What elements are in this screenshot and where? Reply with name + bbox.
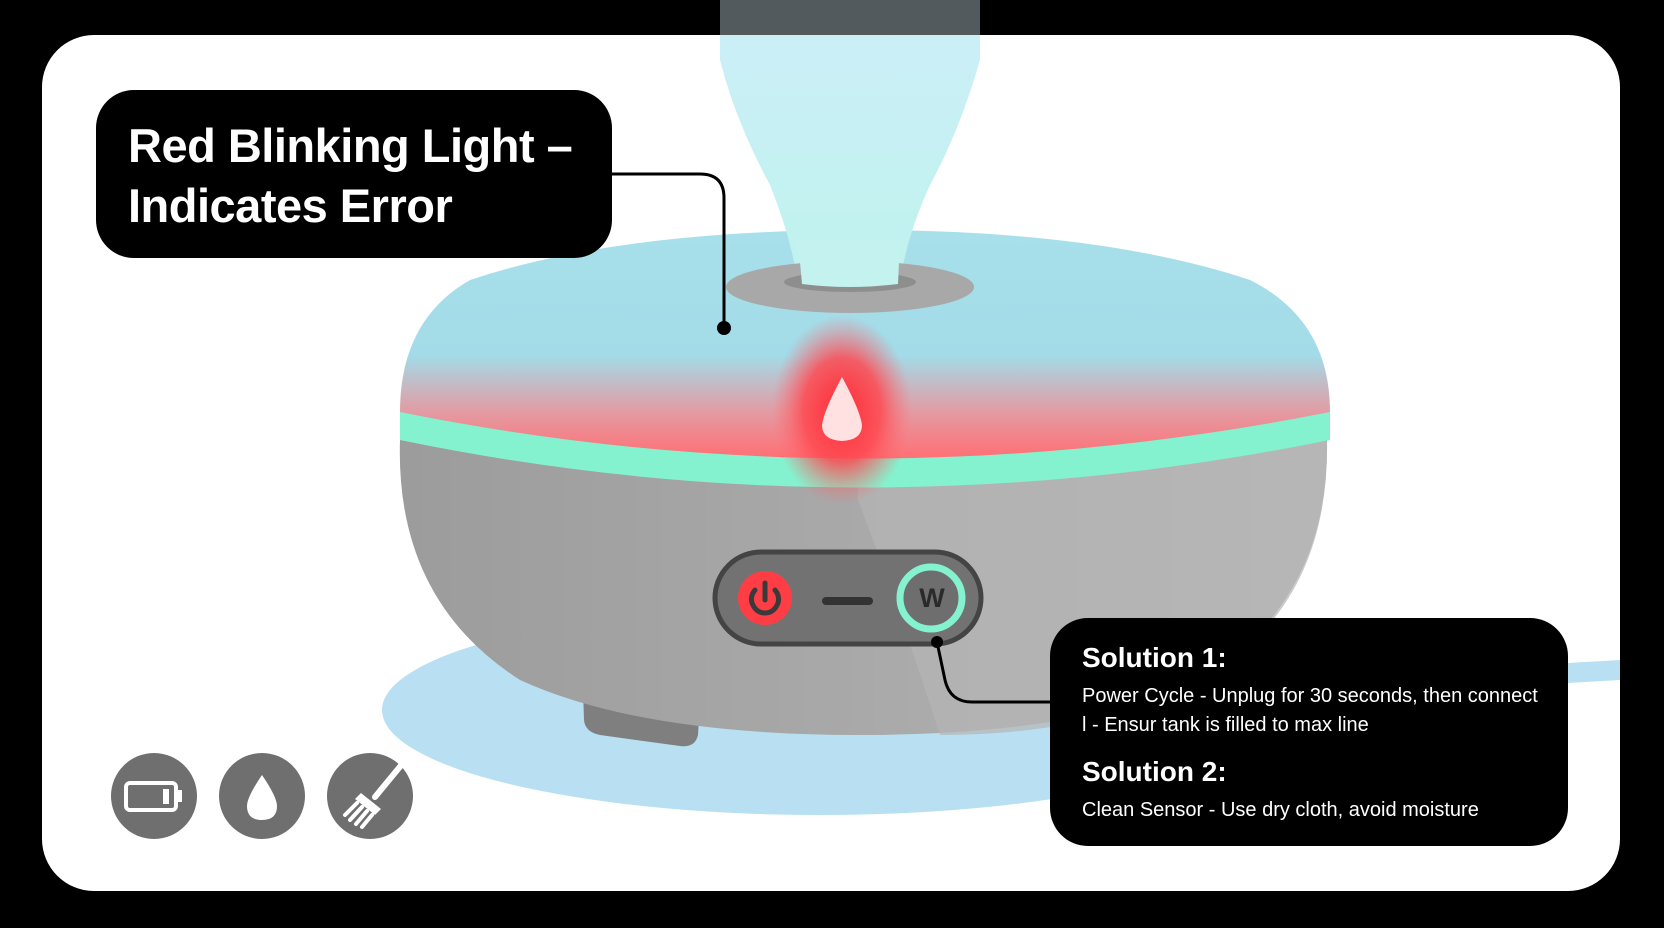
solution-2-line-1: Clean Sensor - Use dry cloth, avoid mois… [1082, 799, 1479, 821]
water-drop-icon [219, 753, 305, 839]
battery-low-icon [111, 753, 197, 839]
accent-ring [400, 410, 1330, 488]
mist-plume [720, 0, 980, 285]
solution-2-heading: Solution 2: [1082, 756, 1227, 787]
solution-1-line-2: l - Ensur tank is filled to max line [1082, 714, 1369, 736]
mode-button-label: W [919, 583, 945, 613]
error-callout: Red Blinking Light – Indicates Error [96, 90, 612, 258]
solutions-callout: Solution 1: Power Cycle - Unplug for 30 … [1050, 618, 1568, 846]
power-icon [748, 587, 782, 616]
error-callout-title: Red Blinking Light – Indicates Error [128, 119, 573, 232]
water-drop-indicator-icon [822, 377, 862, 441]
cleaning-brush-icon [327, 753, 413, 839]
mode-button[interactable] [896, 563, 966, 633]
solution-1-heading: Solution 1: [1082, 642, 1227, 673]
solution-1-line-1: Power Cycle - Unplug for 30 seconds, the… [1082, 685, 1538, 707]
